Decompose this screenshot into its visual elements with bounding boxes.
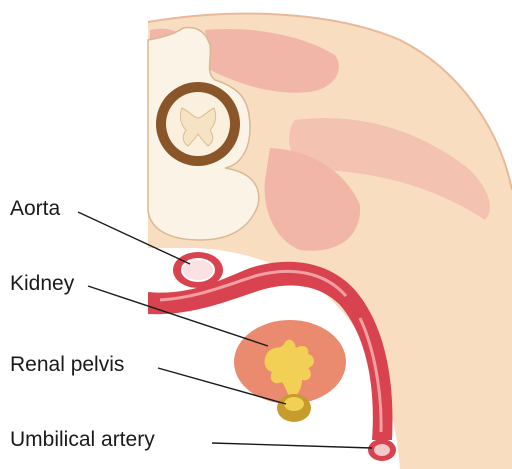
leader-line-umbilical-artery	[212, 443, 372, 448]
label-aorta: Aorta	[10, 198, 60, 219]
renal-pelvis-opening	[284, 397, 304, 411]
label-umbilical-artery: Umbilical artery	[10, 429, 155, 450]
label-kidney: Kidney	[10, 273, 74, 294]
umbilical-artery-lumen	[374, 444, 390, 456]
label-renal-pelvis: Renal pelvis	[10, 354, 124, 375]
